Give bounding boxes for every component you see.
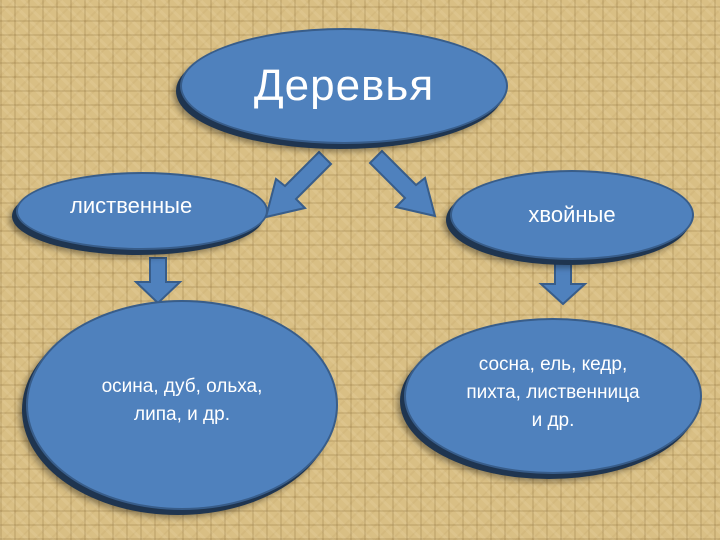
arrow-root-to-coniferous — [368, 149, 437, 218]
examples-node-deciduous: осина, дуб, ольха, липа, и др. — [26, 300, 338, 510]
category-node-coniferous: хвойные — [450, 170, 694, 260]
arrow-deciduous-to-examples — [133, 257, 183, 305]
arrow-root-to-deciduous — [264, 150, 333, 219]
arrow-coniferous-to-examples — [538, 262, 588, 306]
examples-text-coniferous: сосна, ель, кедр, пихта, лиственница и д… — [466, 354, 640, 431]
root-node: Деревья — [180, 28, 508, 144]
category-label-coniferous: хвойные — [528, 202, 616, 227]
examples-text-deciduous: осина, дуб, ольха, липа, и др. — [101, 376, 263, 425]
category-label-deciduous: лиственные — [70, 193, 193, 218]
category-node-deciduous: лиственные — [16, 172, 268, 250]
examples-node-coniferous: сосна, ель, кедр, пихта, лиственница и д… — [404, 318, 702, 474]
root-node-label: Деревья — [253, 61, 435, 110]
